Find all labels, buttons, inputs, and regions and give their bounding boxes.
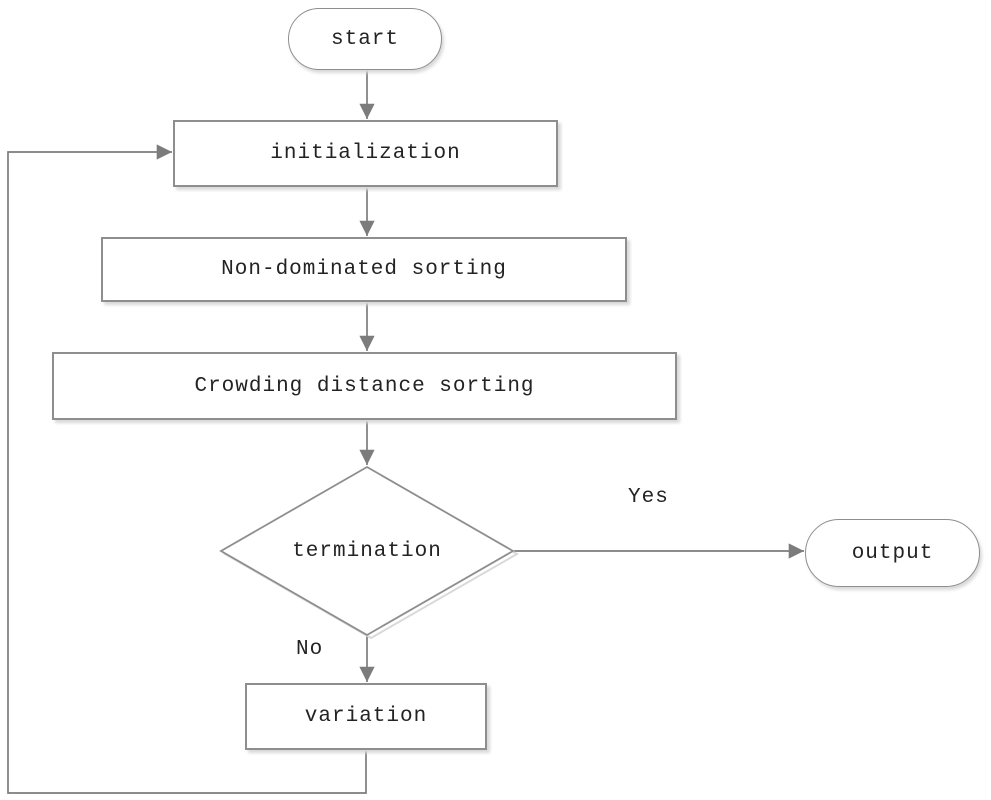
node-output: output — [805, 519, 980, 587]
node-termination-label: termination — [292, 540, 442, 563]
node-variation: variation — [245, 683, 487, 750]
edge-label-no: No — [296, 638, 324, 661]
node-variation-label: variation — [304, 705, 428, 728]
node-non-dominated-sorting-label: Non-dominated sorting — [221, 258, 507, 281]
node-start: start — [288, 8, 442, 70]
node-output-label: output — [851, 541, 934, 565]
termination-diamond — [219, 465, 515, 637]
node-crowding-distance-sorting-label: Crowding distance sorting — [194, 374, 535, 398]
edge-label-yes: Yes — [628, 486, 669, 509]
node-initialization: initialization — [173, 120, 558, 187]
node-start-label: start — [330, 27, 399, 51]
node-non-dominated-sorting: Non-dominated sorting — [101, 237, 627, 302]
node-initialization-label: initialization — [270, 142, 461, 165]
edge-variation-loop-to-initialization — [7, 144, 367, 794]
node-crowding-distance-sorting: Crowding distance sorting — [52, 352, 677, 420]
